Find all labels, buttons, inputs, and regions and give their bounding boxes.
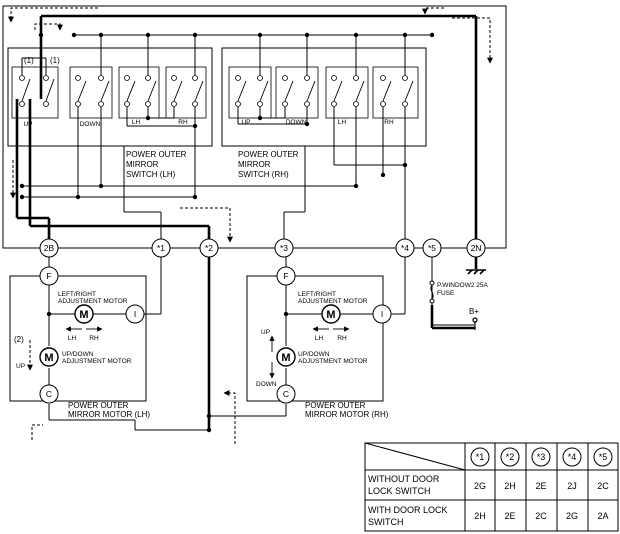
switch-blades [21,78,414,102]
ud-motor-icon-lh [39,347,59,367]
switch-group-rh [221,47,427,147]
table-header-2: *2 [506,452,515,462]
switch-group-lh [7,47,213,147]
rh-ud-motor-label: UP/DOWN ADJUSTMENT MOTOR [298,351,368,365]
battery-label: B+ [469,307,479,316]
table-cell: 2J [567,481,577,491]
rh-up-dir: UP [261,329,270,336]
table-header-circles [470,447,613,467]
table-row-label-without: WITHOUT DOOR LOCK SWITCH [368,474,442,496]
table-cell: 2E [535,481,546,491]
lh-pin-i: I [134,309,136,319]
lh-rh-label: RH [178,119,188,126]
motor-rh-title: POWER OUTER MIRROR MOTOR (RH) [305,401,389,419]
lr-motor-icon-rh [321,304,341,324]
lh-lh-label: LH [132,119,141,126]
motor-housing-lh [9,275,147,402]
lh-lh-dir: LH [68,335,77,342]
lh-motor-m2: M [44,352,53,364]
connector-badges [39,238,486,258]
table-cell: 2E [504,511,515,521]
lh-up-label: UP [23,121,32,128]
rh-lh-label: LH [338,119,347,126]
switch-box-rh [221,47,427,147]
rh-motor-m2: M [281,352,290,364]
switch-lh-title: POWER OUTER MIRROR SWITCH (LH) [126,150,189,179]
fuse-label: P.WINDOW2 25A FUSE [437,282,489,297]
lr-motor-icon-lh [74,304,94,324]
connector-2b: 2B [44,243,55,253]
motor-icons [39,304,341,367]
table-header-5: *5 [599,452,608,462]
annotation-2: (2) [14,335,24,344]
lh-lr-motor-label: LEFT/RIGHT ADJUSTMENT MOTOR [58,291,128,305]
junction-dots [19,32,435,433]
connector-star3: *3 [280,243,288,253]
table-row-label-with: WITH DOOR LOCK SWITCH [368,505,450,527]
thin-wiring [3,34,506,431]
current-flow-arrows [8,7,493,444]
table-cell: 2C [597,481,609,491]
rh-pin-f: F [283,271,288,281]
rh-up-label: UP [241,119,250,126]
table-header-3: *3 [537,452,546,462]
rh-pin-c: C [283,389,289,399]
annotation-1-left: (1) [24,56,34,65]
table-cell: 2H [474,511,486,521]
table-cell: 2C [535,511,547,521]
table-cell: 2G [566,511,578,521]
table-cell: 2G [474,481,486,491]
lh-pin-c: C [46,389,52,399]
ground-icon [466,269,486,275]
ud-motor-icon-rh [276,347,296,367]
motor-housing-rh [246,275,384,402]
fuse-icon [429,280,435,304]
annotation-1-right: (1) [50,56,60,65]
connector-star1: *1 [157,243,165,253]
rh-rh-label: RH [384,119,394,126]
lh-rh-dir: RH [89,335,99,342]
table-cell: 2H [504,481,516,491]
switch-contacts [19,75,408,107]
lh-pin-f: F [46,271,51,281]
rh-down-label: DOWN [286,119,307,126]
heavy-wiring [15,14,478,430]
table-header-4: *4 [568,452,577,462]
connector-star5: *5 [428,243,436,253]
lh-motor-m1: M [79,309,88,321]
motor-lh-title: POWER OUTER MIRROR MOTOR (LH) [68,401,150,419]
motor-direction-arrows [65,326,350,379]
rh-lh-dir: LH [315,335,324,342]
connector-2n: 2N [471,243,482,253]
battery-terminal-icon [472,317,478,330]
lh-ud-motor-label: UP/DOWN ADJUSTMENT MOTOR [62,351,132,365]
rh-lr-motor-label: LEFT/RIGHT ADJUSTMENT MOTOR [298,291,368,305]
rh-motor-m1: M [326,309,335,321]
table-cell: 2A [597,511,608,521]
connector-star2: *2 [205,243,213,253]
rh-rh-dir: RH [337,335,347,342]
rh-down-dir: DOWN [256,381,277,388]
connector-star4: *4 [401,243,409,253]
switch-box-lh [7,47,213,147]
switch-rh-title: POWER OUTER MIRROR SWITCH (RH) [238,150,301,179]
table-header-1: *1 [476,452,485,462]
lh-up-dir: UP [16,363,25,370]
lh-down-label: DOWN [80,121,101,128]
motor-pins [39,266,392,404]
connector-table-grid [364,442,619,532]
rh-pin-i: I [381,309,383,319]
